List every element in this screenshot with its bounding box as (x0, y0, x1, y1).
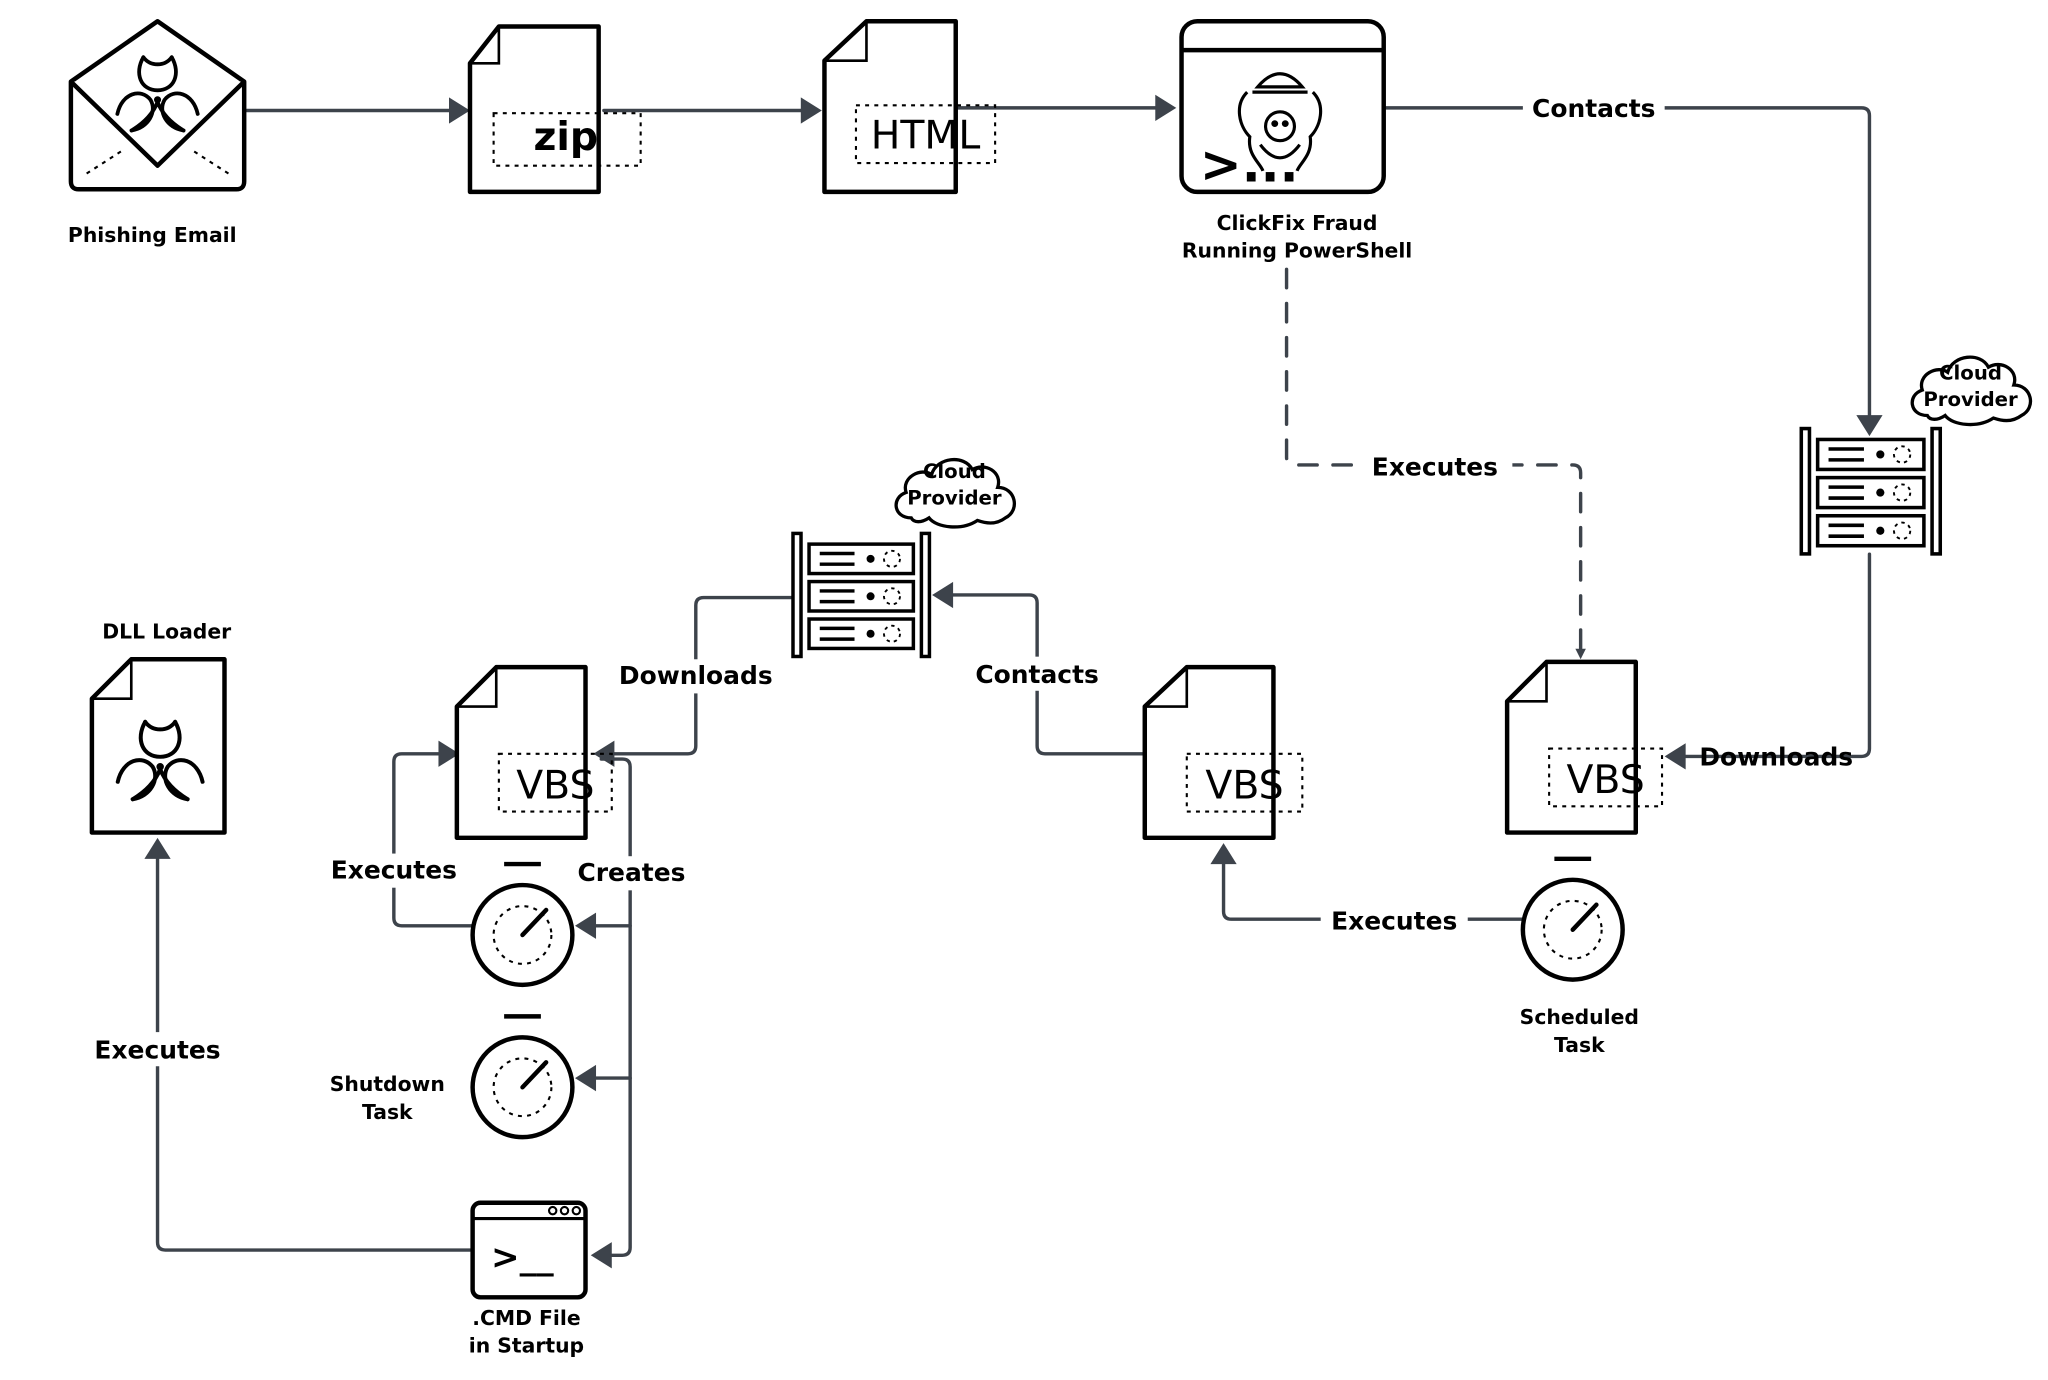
zip-label: zip (534, 114, 599, 160)
clickfix-label-line2: Running PowerShell (1182, 239, 1412, 263)
file-icon (467, 24, 601, 195)
server-rack-icon (793, 533, 929, 656)
phishing-email-label: Phishing Email (68, 223, 237, 247)
file-icon (454, 664, 588, 841)
arrowhead-icon (575, 912, 597, 939)
html-label: HTML (871, 113, 981, 159)
clickfix-node: >... ClickFix Fraud Running PowerShell (1179, 19, 1412, 263)
arrowhead-icon (448, 97, 470, 124)
scheduled-task-label-line1: Scheduled (1520, 1005, 1639, 1029)
task-left-node (473, 864, 573, 985)
vbs-mid-node: VBS (1142, 664, 1304, 841)
arrowhead-icon (575, 1064, 597, 1092)
vbs-right-node: VBS (1504, 659, 1664, 835)
cmd-startup-node: >__ .CMD File in Startup (469, 1200, 588, 1357)
edge-cmd-executes-dll (155, 854, 472, 1252)
arrowhead-icon (1575, 648, 1586, 660)
file-icon (1142, 664, 1276, 841)
shutdown-task-label-line2: Task (362, 1100, 413, 1124)
envelope-biohazard-icon (68, 19, 247, 192)
cloud-label-line1: Cloud (923, 460, 986, 483)
arrowhead-icon (590, 1242, 612, 1269)
zip-file-node: zip (467, 24, 642, 195)
vbs-label: VBS (1566, 757, 1644, 803)
cloud-server-mid-node: Cloud Provider (793, 457, 1017, 657)
arrowhead-icon (1155, 94, 1177, 122)
prompt-text: >__ (491, 1237, 555, 1277)
cloud-server-right-node: Cloud Provider (1801, 355, 2033, 554)
phishing-email-node: Phishing Email (68, 19, 247, 247)
scheduled-task-node: Scheduled Task (1520, 859, 1639, 1057)
html-file-node: HTML (822, 19, 997, 195)
arrowhead-icon (1210, 843, 1237, 865)
dll-loader-node: DLL Loader (89, 619, 231, 835)
vbs-label: VBS (516, 762, 594, 808)
file-icon (1504, 659, 1639, 835)
edge-clickfix-executes-vbs (1284, 267, 1583, 651)
edge-label-creates: Creates (577, 858, 685, 887)
edge-task-executes-vbs-left (392, 752, 475, 928)
clickfix-label-line1: ClickFix Fraud (1217, 211, 1378, 235)
timer-icon (473, 1016, 573, 1137)
edge-label-executes: Executes (331, 856, 457, 885)
scheduled-task-label-line2: Task (1554, 1033, 1605, 1057)
edge-label-contacts: Contacts (1532, 94, 1655, 123)
vbs-left-node: VBS (454, 664, 613, 841)
arrowhead-icon (144, 837, 171, 859)
edge-label-executes: Executes (1331, 907, 1457, 936)
cloud-label-line2: Provider (907, 486, 1002, 509)
edges (144, 94, 1883, 1269)
edge-label-executes: Executes (94, 1035, 220, 1064)
prompt-text: >... (1200, 135, 1299, 193)
edge-clickfix-contacts-server (1384, 106, 1872, 420)
file-icon (822, 19, 958, 195)
vbs-label: VBS (1205, 762, 1283, 808)
terminal-bug-icon: >... (1179, 19, 1386, 195)
cloud-label-line1: Cloud (1939, 362, 2002, 385)
edge-labels: Contacts Executes Downloads Executes Con… (84, 92, 1853, 1067)
terminal-window-icon: >__ (470, 1200, 588, 1300)
shutdown-task-node: Shutdown Task (330, 1016, 573, 1137)
edge-label-contacts: Contacts (975, 660, 1098, 689)
arrowhead-icon (1856, 415, 1883, 437)
file-biohazard-icon (89, 657, 227, 835)
shutdown-task-label-line1: Shutdown (330, 1072, 445, 1096)
arrowhead-icon (932, 581, 954, 609)
edge-label-downloads: Downloads (1699, 743, 1853, 772)
arrowhead-icon (438, 740, 460, 767)
arrowhead-icon (800, 97, 822, 124)
dll-loader-label: DLL Loader (102, 619, 231, 643)
cmd-label-line2: in Startup (469, 1333, 584, 1357)
edge-vbs-creates (599, 757, 632, 1258)
server-rack-icon (1801, 429, 1940, 554)
edge-server-downloads-vbs (1681, 552, 1872, 759)
timer-icon (1523, 859, 1623, 980)
edge-task-executes-vbs (1221, 859, 1525, 921)
arrowhead-icon (1664, 743, 1686, 770)
cmd-label-line1: .CMD File (472, 1306, 580, 1330)
cloud-label-line2: Provider (1923, 388, 2018, 411)
edge-label-executes: Executes (1372, 452, 1498, 481)
edge-label-downloads: Downloads (619, 661, 773, 690)
timer-icon (473, 864, 573, 985)
